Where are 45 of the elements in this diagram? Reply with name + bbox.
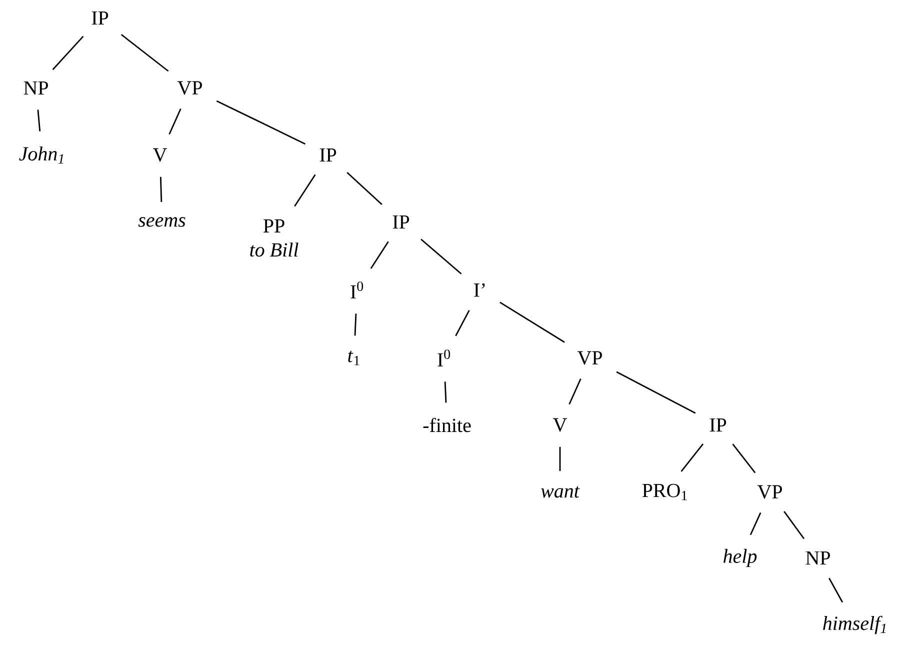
branch-line [370,241,389,269]
tree-label: PRO$_{1}$ [642,484,687,500]
tree-label: NP [806,551,830,565]
tree-label: John$_{1}$ [19,146,64,164]
branch-line [680,444,704,472]
tree-label: IP [320,148,336,162]
branch-line [294,174,316,207]
tree-label: PP to Bill [250,219,298,257]
tree-label: V [553,418,567,432]
branch-line [37,110,41,132]
tree-label: -finite [423,418,471,432]
branch-line [828,578,844,603]
branch-line [732,444,756,474]
branch-line [784,511,805,540]
branch-line [120,34,169,72]
tree-label: VP [757,485,782,499]
branch-line [500,302,565,343]
tree-label: VP [577,351,602,365]
tree-label: I$^{0}$ [350,282,364,298]
branch-line [568,378,582,405]
branch-line [168,108,182,135]
branch-line [160,176,162,202]
tree-label: himself$_{1}$ [823,616,886,634]
branch-line [216,100,306,145]
branch-line [52,36,84,70]
tree-label: help [724,548,757,568]
tree-label: IP [392,215,410,229]
branch-line [354,314,357,336]
tree-label: want [541,486,580,498]
branch-line [420,238,462,274]
tree-label: IP [92,11,108,25]
tree-label: V [153,148,167,162]
tree-label: seems [138,217,186,227]
tree-label: t$_{1}$ [348,350,360,366]
tree-label: I’ [474,283,485,297]
branch-line [750,512,762,536]
branch-line [559,446,561,472]
branch-line [616,371,696,414]
tree-label: IP [710,418,726,432]
branch-line [455,310,470,336]
branch-line [444,382,447,403]
tree-label: NP [24,81,48,95]
branch-line [346,172,382,205]
tree-label: I$^{0}$ [438,350,450,366]
tree-label: VP [177,81,202,95]
